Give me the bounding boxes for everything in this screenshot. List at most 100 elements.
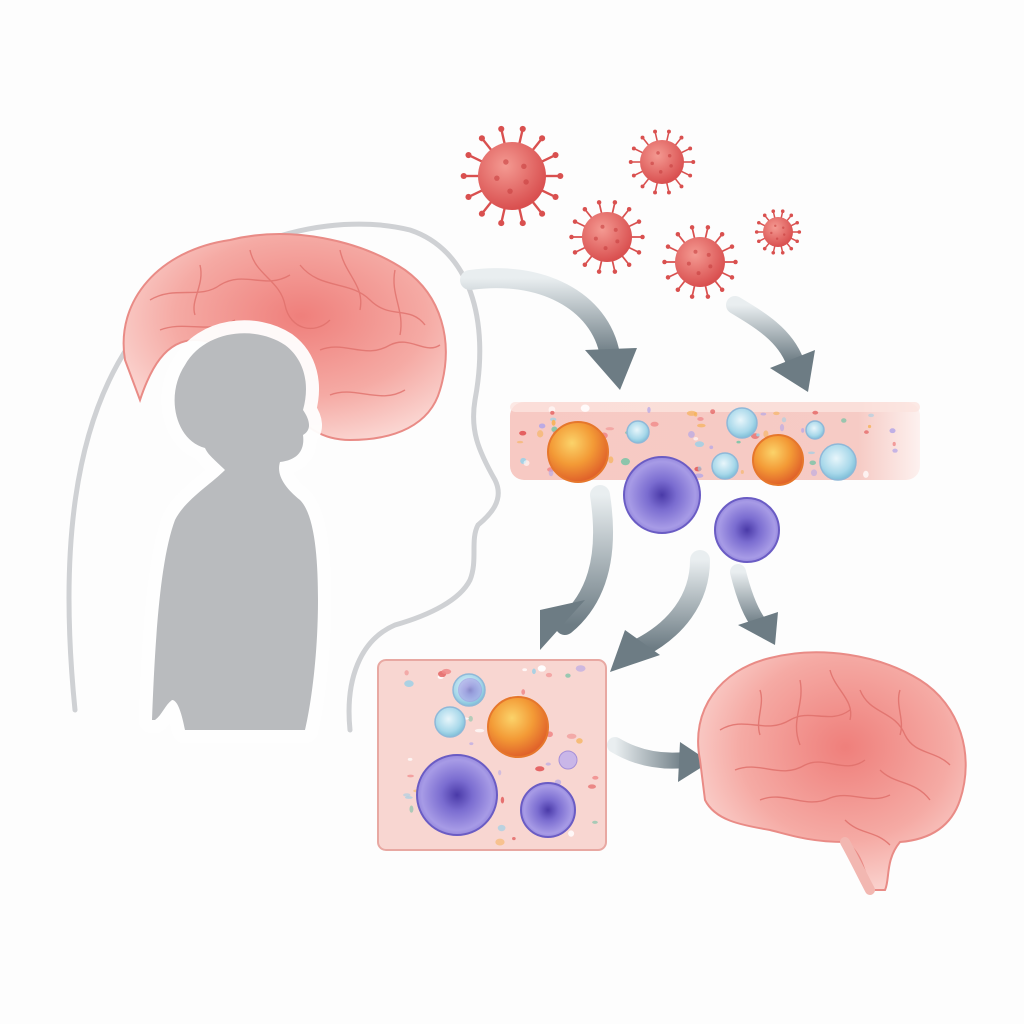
tissue-speck xyxy=(566,733,577,739)
virus-icon xyxy=(460,125,564,227)
blue-cell xyxy=(805,420,825,440)
blue-cell xyxy=(711,452,739,480)
purple-cell xyxy=(458,678,482,702)
tissue-speck xyxy=(545,672,553,678)
tissue-speck xyxy=(535,766,545,772)
tissue-speck xyxy=(537,430,544,438)
tissue-speck xyxy=(497,824,506,832)
blue-cell xyxy=(819,443,857,481)
tissue-speck xyxy=(523,460,530,466)
tissue-speck xyxy=(575,665,586,672)
tissue-speck xyxy=(404,796,413,799)
tissue-speck xyxy=(608,456,614,464)
tissue-speck xyxy=(550,410,555,415)
blue-cell xyxy=(626,420,650,444)
arrow-strip-to-brain xyxy=(730,564,778,645)
tissue-speck xyxy=(864,430,869,434)
virus-icons xyxy=(460,125,802,299)
tissue-speck xyxy=(892,448,898,453)
tissue-speck xyxy=(548,406,556,413)
tissue-box xyxy=(377,659,607,851)
tissue-speck xyxy=(474,728,485,733)
tissue-speck xyxy=(867,424,872,429)
tissue-speck xyxy=(868,413,875,418)
tissue-speck xyxy=(736,440,741,444)
tissue-speck xyxy=(740,469,744,474)
virus-icon xyxy=(628,129,696,195)
brain-icon-small xyxy=(697,651,967,895)
tissue-speck xyxy=(605,427,615,431)
child-silhouette-icon xyxy=(139,320,331,743)
blue-cell xyxy=(434,706,466,738)
tissue-speck xyxy=(709,445,714,450)
tissue-speck xyxy=(409,805,414,813)
tissue-speck xyxy=(650,421,659,427)
tissue-speck xyxy=(548,469,554,477)
tissue-speck xyxy=(468,715,473,722)
tissue-speck xyxy=(404,670,409,676)
blue-cell xyxy=(726,407,758,439)
tissue-speck xyxy=(889,428,896,434)
tissue-speck xyxy=(801,427,805,433)
orange-cell xyxy=(487,696,549,758)
tissue-speck xyxy=(693,436,699,441)
arrow-virus-to-tissue-right xyxy=(726,296,815,392)
virus-icon xyxy=(662,225,738,299)
tissue-speck xyxy=(551,419,556,426)
tissue-speck xyxy=(565,673,571,678)
tissue-speck xyxy=(519,430,527,436)
tissue-speck xyxy=(697,466,702,472)
orange-cell xyxy=(547,421,609,483)
tissue-speck xyxy=(516,440,524,444)
tissue-speck xyxy=(521,689,526,695)
arrow-strip-to-box-left xyxy=(540,485,614,650)
tissue-speck xyxy=(545,762,551,766)
tissue-speck xyxy=(694,441,705,448)
tissue-speck xyxy=(538,423,546,429)
tissue-speck xyxy=(810,469,818,477)
purple-cell xyxy=(623,456,701,534)
tissue-speck xyxy=(407,757,413,761)
tissue-speck xyxy=(688,430,695,438)
tissue-speck xyxy=(863,470,869,478)
tissue-speck xyxy=(532,668,536,675)
purple-cell xyxy=(416,754,498,836)
tissue-speck xyxy=(407,774,414,778)
tissue-speck xyxy=(647,406,651,413)
tissue-speck xyxy=(568,830,575,837)
head-outline xyxy=(66,221,501,733)
tissue-speck xyxy=(773,411,780,416)
tissue-speck xyxy=(620,458,630,466)
tissue-speck xyxy=(522,668,527,672)
tissue-speck xyxy=(710,409,716,415)
tissue-speck xyxy=(512,837,516,841)
tissue-speck xyxy=(576,738,583,744)
tissue-speck xyxy=(763,430,769,438)
tissue-speck xyxy=(592,775,599,780)
arrow-virus-to-tissue-left xyxy=(460,268,637,390)
tissue-speck xyxy=(756,433,760,437)
tissue-speck xyxy=(779,423,785,432)
tissue-speck xyxy=(760,412,767,416)
tissue-speck xyxy=(500,796,505,804)
virus-icon xyxy=(754,209,802,255)
tissue-speck xyxy=(809,460,817,466)
tissue-speck xyxy=(781,417,787,423)
tissue-speck xyxy=(892,441,896,447)
tissue-speck xyxy=(686,410,697,416)
tissue-speck xyxy=(587,784,596,789)
tissue-speck xyxy=(441,668,452,675)
arrow-box-to-brain xyxy=(607,737,710,782)
tissue-speck xyxy=(697,423,706,428)
tissue-speck xyxy=(537,665,546,672)
orange-cell xyxy=(752,434,804,486)
purple-cell xyxy=(520,782,576,838)
blue-cell xyxy=(558,750,578,770)
arrow-strip-to-box-right xyxy=(610,550,710,672)
tissue-speck xyxy=(841,418,847,423)
tissue-speck xyxy=(812,410,819,415)
virus-icon xyxy=(569,200,645,274)
tissue-strip xyxy=(510,402,920,563)
